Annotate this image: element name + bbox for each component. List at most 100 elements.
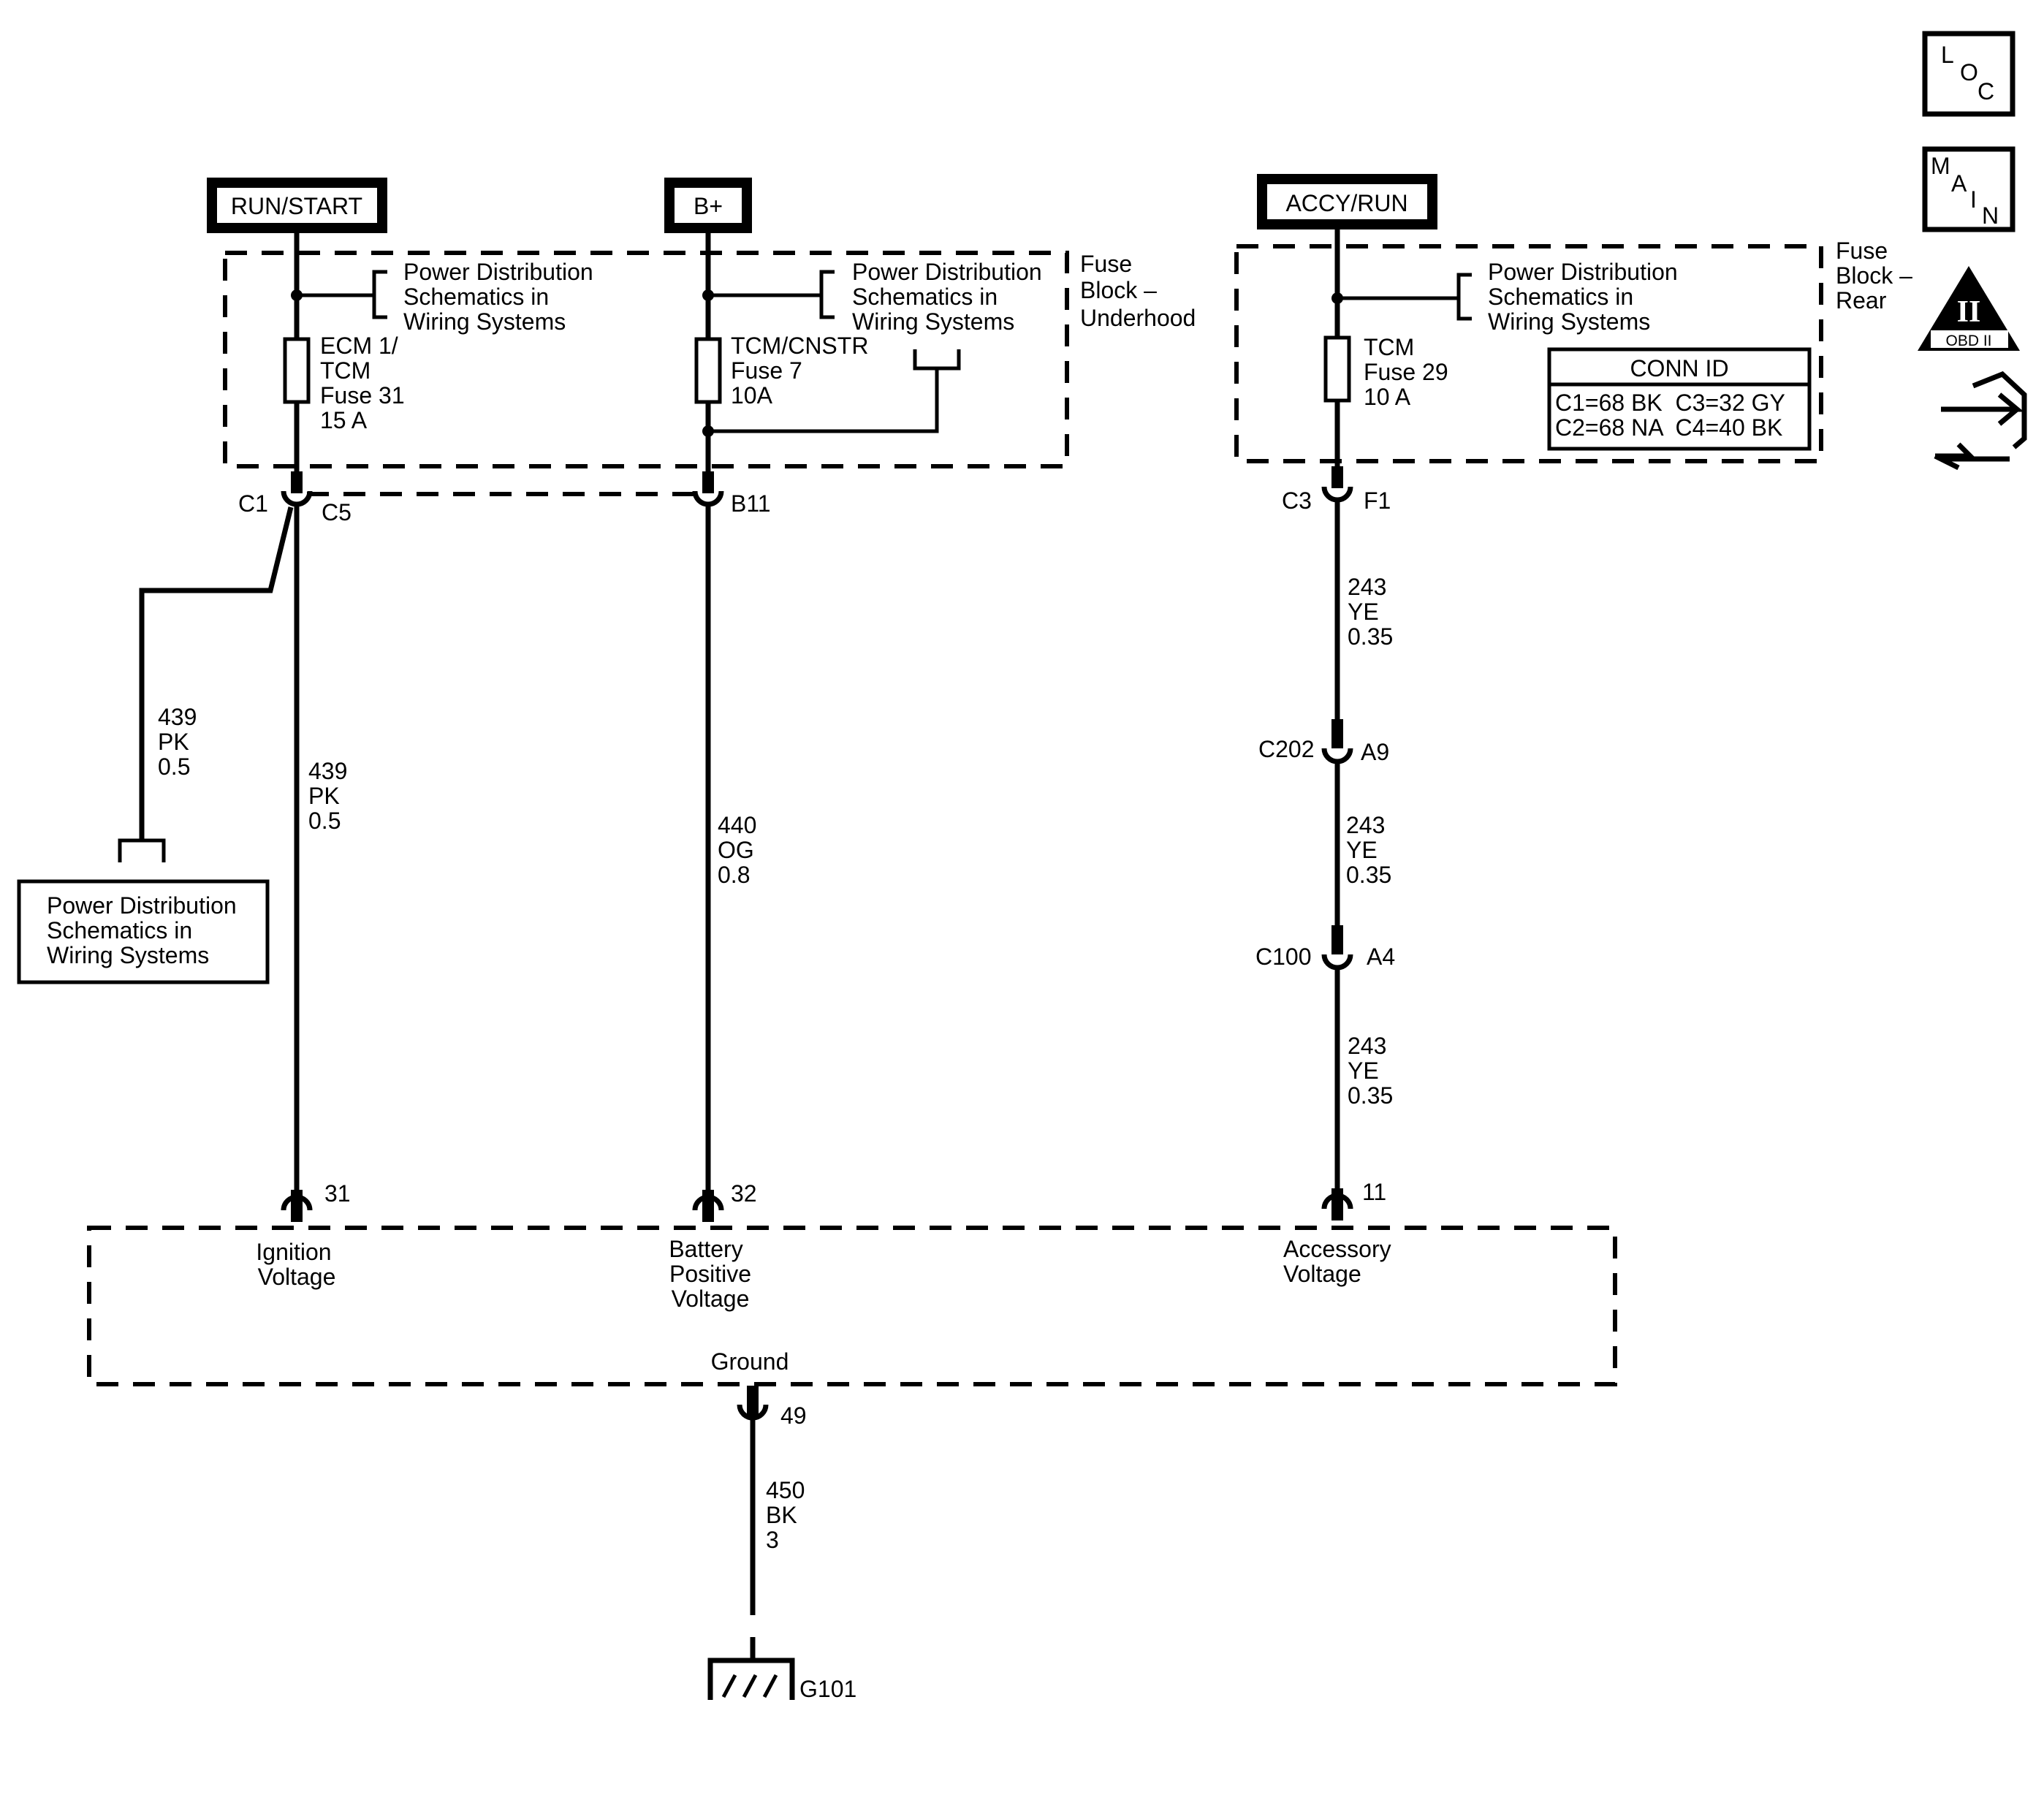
fuse-block-rear-line1: Fuse — [1836, 238, 1888, 264]
ignition-voltage-line2: Voltage — [258, 1264, 336, 1290]
ignition-circuit — [118, 228, 387, 1222]
loc-icon-o: O — [1960, 59, 1978, 86]
power-dist-ref-2-line3: Wiring Systems — [852, 308, 1014, 335]
accy-run-label: ACCY/RUN — [1285, 190, 1407, 216]
conn-id-title: CONN ID — [1630, 355, 1728, 381]
accessory-circuit — [1321, 224, 1472, 1220]
ignition-voltage-line1: Ignition — [256, 1239, 331, 1265]
power-dist-ref-3-line2: Schematics in — [1488, 284, 1633, 310]
wire-243-b-size: 0.35 — [1346, 862, 1391, 888]
loc-icon-l: L — [1941, 42, 1954, 68]
conn-id-row1: C1=68 BK C3=32 GY — [1555, 390, 1785, 416]
fuse-31-line4: 15 A — [320, 407, 368, 433]
wire-440-color: OG — [718, 837, 754, 863]
power-dist-ref-3: Power Distribution Schematics in Wiring … — [1488, 259, 1678, 335]
connector-c100-label: C100 — [1255, 944, 1312, 970]
wire-450-label: 450 BK 3 — [766, 1477, 805, 1553]
obd-ii-label: OBD II — [1945, 333, 1991, 349]
fuse-7-label: TCM/CNSTR Fuse 7 10A — [731, 333, 868, 409]
power-dist-ref-3-line1: Power Distribution — [1488, 259, 1678, 285]
wire-439-branch-num: 439 — [158, 704, 197, 730]
fuse-31-line3: Fuse 31 — [320, 382, 405, 409]
power-dist-ref-3-line3: Wiring Systems — [1488, 308, 1650, 335]
b-plus-label: B+ — [694, 193, 723, 219]
wire-439-branch-color: PK — [158, 729, 189, 755]
fuse-block-rear-line2: Block – — [1836, 262, 1912, 289]
fuse-31-label: ECM 1/ TCM Fuse 31 15 A — [320, 333, 405, 433]
power-dist-ref-box-line1: Power Distribution — [47, 892, 237, 919]
accessory-voltage-input: Accessory Voltage — [1283, 1236, 1391, 1287]
battery-voltage-line1: Battery — [669, 1236, 742, 1262]
connector-b11-label: B11 — [731, 490, 771, 517]
fuse-7 — [694, 337, 722, 404]
ground-symbol-icon — [707, 1637, 795, 1700]
connector-f1-label: F1 — [1364, 487, 1391, 514]
fuse-7-line2: Fuse 7 — [731, 357, 802, 384]
connector-a4-label: A4 — [1367, 944, 1395, 970]
power-dist-ref-1: Power Distribution Schematics in Wiring … — [403, 259, 593, 335]
wire-439-branch-label: 439 PK 0.5 — [158, 704, 197, 780]
wire-243-b-label: 243 YE 0.35 — [1346, 812, 1391, 888]
battery-voltage-line3: Voltage — [672, 1286, 750, 1312]
hand-tool-icon[interactable] — [1934, 371, 2027, 471]
connector-a9-label: A9 — [1361, 739, 1389, 765]
pin-11-label: 11 — [1362, 1179, 1386, 1205]
conn-id-row2: C2=68 NA C4=40 BK — [1555, 414, 1782, 441]
fuse-29-line2: Fuse 29 — [1364, 359, 1448, 385]
wire-243-c-size: 0.35 — [1348, 1082, 1393, 1109]
battery-circuit — [692, 228, 961, 1222]
main-icon-a: A — [1951, 170, 1967, 197]
wire-439-main-num: 439 — [308, 758, 347, 784]
connector-c3-label: C3 — [1282, 487, 1312, 514]
fuse-block-rear-line3: Rear — [1836, 287, 1887, 314]
wire-243-c-num: 243 — [1348, 1033, 1386, 1059]
power-dist-ref-1-line1: Power Distribution — [403, 259, 593, 285]
wire-243-b-color: YE — [1346, 837, 1378, 863]
run-start-label: RUN/START — [231, 193, 362, 219]
wire-243-a-num: 243 — [1348, 574, 1386, 600]
power-dist-ref-box-line2: Schematics in — [47, 917, 192, 944]
accy-run-source: ACCY/RUN — [1257, 174, 1437, 229]
battery-voltage-line2: Positive — [669, 1261, 751, 1287]
wire-439-main-size: 0.5 — [308, 808, 341, 834]
wire-450-color: BK — [766, 1502, 797, 1528]
run-start-source: RUN/START — [207, 178, 387, 233]
power-dist-ref-2-line2: Schematics in — [852, 284, 998, 310]
fuse-29-label: TCM Fuse 29 10 A — [1364, 334, 1448, 410]
loc-icon-c: C — [1977, 78, 1994, 105]
obd-ii-numeral: II — [1957, 295, 1981, 329]
b-plus-source: B+ — [664, 178, 752, 233]
main-icon[interactable]: M A I N — [1922, 146, 2015, 232]
fuse-block-rear-label: Fuse Block – Rear — [1836, 238, 1912, 314]
conn-id-table: CONN ID C1=68 BK C3=32 GY C2=68 NA C4=40… — [1547, 347, 1812, 451]
wire-439-main-color: PK — [308, 783, 340, 809]
accessory-voltage-line2: Voltage — [1283, 1261, 1361, 1287]
main-icon-n: N — [1982, 202, 1999, 229]
fuse-block-underhood-outline — [223, 251, 1069, 468]
loc-icon[interactable]: L O C — [1922, 31, 2015, 117]
ignition-voltage-input: Ignition Voltage — [256, 1239, 335, 1290]
fuse-block-underhood-label: Fuse Block – Underhood — [1080, 251, 1196, 331]
wire-243-c-label: 243 YE 0.35 — [1348, 1033, 1393, 1109]
power-dist-ref-1-line3: Wiring Systems — [403, 308, 566, 335]
connector-c202-label: C202 — [1258, 736, 1315, 762]
obd-ii-icon[interactable]: II OBD II — [1918, 266, 2020, 351]
fuse-block-underhood-line2: Block – — [1080, 277, 1157, 303]
fuse-31 — [283, 337, 311, 404]
fuse-block-rear-outline — [1234, 244, 1823, 463]
battery-positive-voltage-input: Battery Positive Voltage — [669, 1236, 751, 1312]
fuse-31-line2: TCM — [320, 357, 371, 384]
wire-440-num: 440 — [718, 812, 756, 838]
pin-32-label: 32 — [731, 1180, 757, 1207]
ground-input-label: Ground — [711, 1348, 789, 1375]
wire-440-label: 440 OG 0.8 — [718, 812, 756, 888]
main-icon-i: I — [1970, 186, 1977, 213]
power-dist-ref-box: Power Distribution Schematics in Wiring … — [17, 879, 270, 984]
fuse-31-line1: ECM 1/ — [320, 333, 398, 359]
connector-c1-label: C1 — [238, 490, 268, 517]
pin-31-label: 31 — [324, 1180, 351, 1207]
wire-450-num: 450 — [766, 1477, 805, 1503]
main-icon-m: M — [1931, 153, 1950, 179]
wire-243-b-num: 243 — [1346, 812, 1385, 838]
